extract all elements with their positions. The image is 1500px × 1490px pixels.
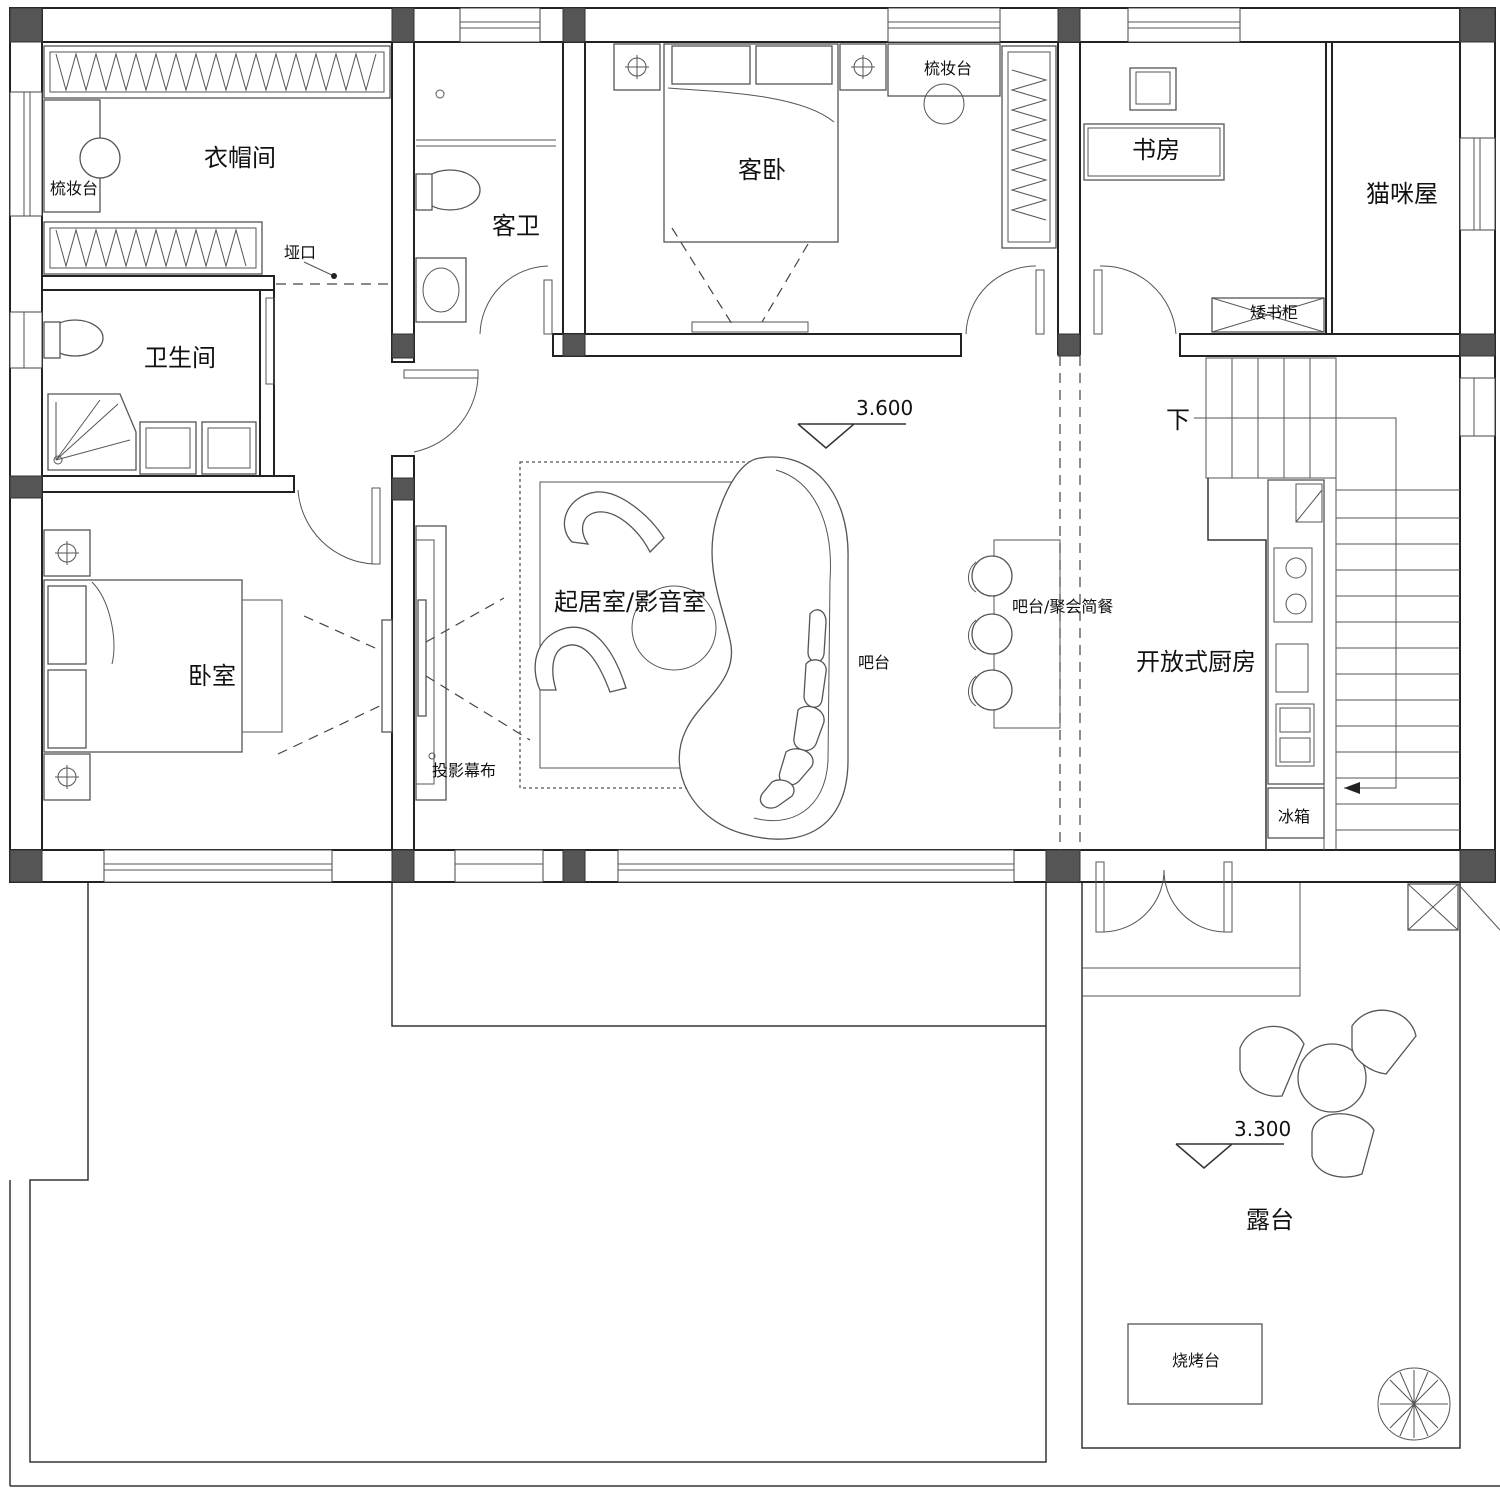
label-low-bookcase: 矮书柜 [1250,303,1298,322]
bathroom-fixtures [43,297,275,475]
label-bar-counter: 吧台 [858,653,890,672]
bar-furniture [968,356,1081,850]
guest-bedroom-furniture [613,43,1057,335]
terrace-outline [9,882,1500,1487]
label-cloakroom: 衣帽间 [204,144,276,172]
label-dresser-guest: 梳妆台 [924,59,972,78]
label-guest-bedroom: 客卧 [738,156,786,184]
label-living-theater: 起居室/影音室 [554,588,706,616]
kitchen-door [1095,861,1233,933]
label-bbq: 烧烤台 [1172,1351,1220,1370]
label-dresser-left: 梳妆台 [50,179,98,198]
guest-bath-fixtures [415,89,556,335]
terrace-furniture [1127,883,1500,1441]
plant-icon [1377,1367,1451,1441]
elevation-marker-main: 3.600 [797,396,913,449]
structural-columns [9,7,1496,883]
label-cat-room: 猫咪屋 [1366,180,1438,208]
elevation-marker-terrace: 3.300 [1175,1117,1291,1169]
label-opening: 垭口 [284,243,316,262]
elevation-main-label: 3.600 [856,396,913,420]
room-labels: 衣帽间 梳妆台 垭口 卫生间 卧室 客卫 客卧 梳妆台 书房 猫咪屋 矮书柜 起… [50,59,1438,1370]
kitchen-counter [1207,478,1325,850]
label-fridge: 冰箱 [1278,807,1310,826]
elevation-terrace-label: 3.300 [1234,1117,1291,1141]
label-bathroom: 卫生间 [144,344,216,372]
opening-marker [276,261,390,285]
label-study: 书房 [1132,136,1180,164]
label-bar-dining: 吧台/聚会简餐 [1012,597,1113,616]
label-terrace: 露台 [1246,1206,1294,1234]
label-open-kitchen: 开放式厨房 [1136,648,1256,676]
projector-wall [381,525,447,801]
label-bedroom: 卧室 [188,662,236,690]
cloakroom-wardrobes [43,45,391,275]
label-projector-screen: 投影幕布 [432,761,496,780]
stairs [1194,357,1460,850]
study-furniture [1083,67,1325,335]
hall-doors [297,369,479,565]
windows [9,7,1496,883]
bedroom-furniture [43,529,385,801]
living-room-furniture [425,456,849,840]
label-stair-down: 下 [1166,406,1190,434]
label-guest-bath: 客卫 [492,212,540,240]
